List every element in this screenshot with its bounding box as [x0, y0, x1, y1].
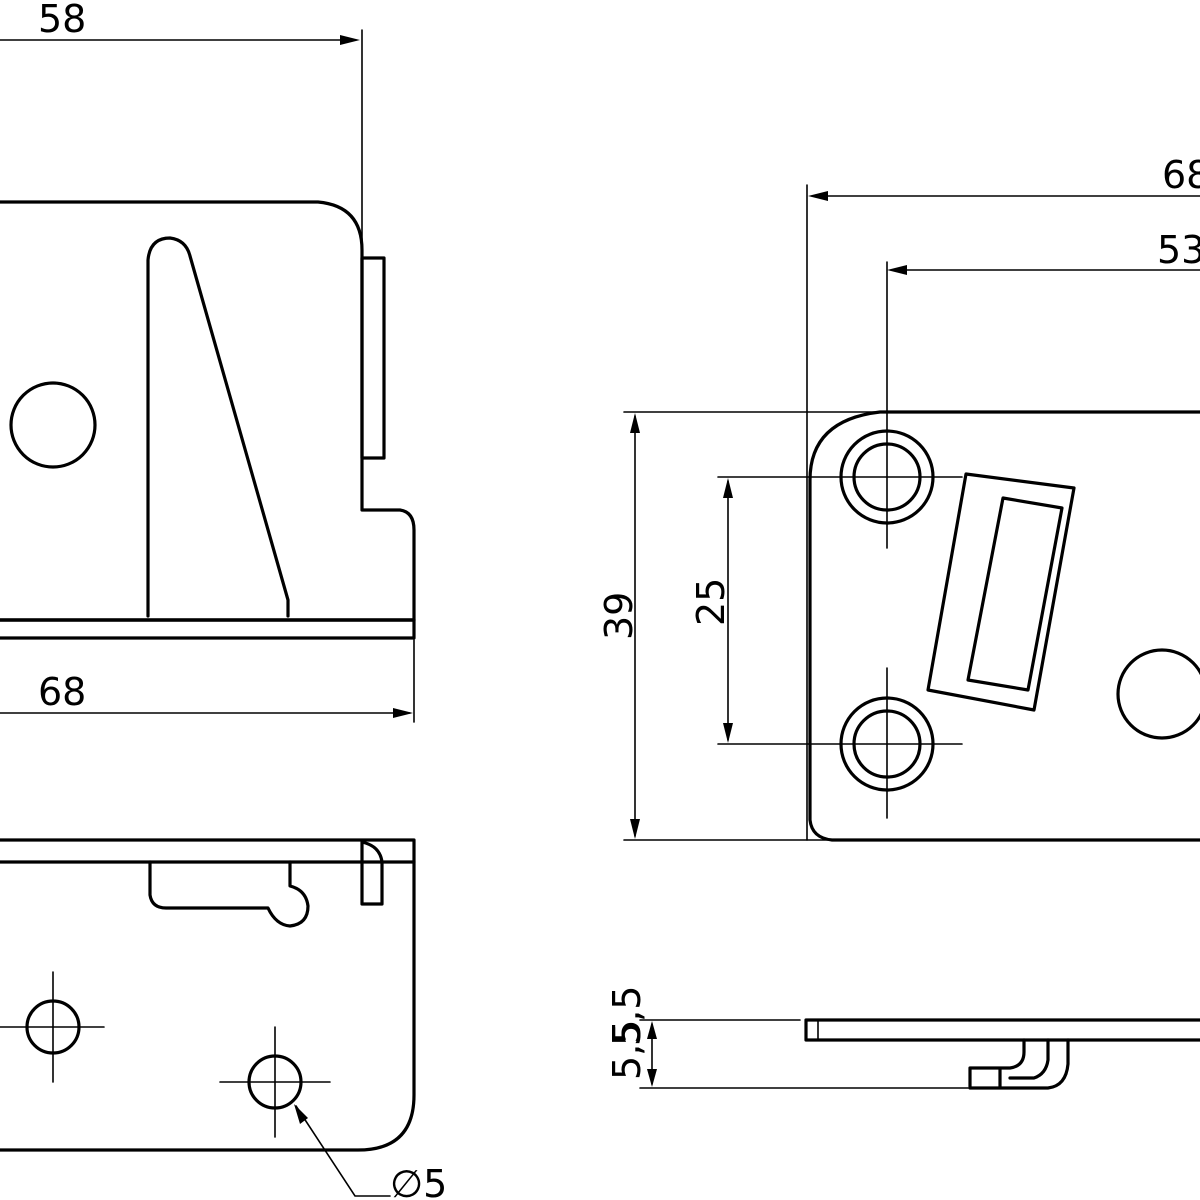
dimension-label-39: 39 — [597, 592, 641, 640]
arrowhead-68-right — [808, 191, 828, 201]
arrowhead-thickness-bottom — [647, 1069, 657, 1087]
arrowhead-39-bottom — [630, 819, 640, 839]
side-view-outline — [808, 410, 1200, 842]
support-rib — [146, 236, 290, 618]
section-hook — [968, 1038, 1070, 1090]
arrowhead-53 — [887, 265, 907, 275]
through-hole — [1116, 648, 1200, 740]
dimension-label-thickness-top: 5,5 — [605, 986, 649, 1046]
counterbore-hole-bottom — [717, 667, 963, 819]
front-view-outline — [0, 200, 416, 622]
arrowhead-25-top — [723, 478, 733, 498]
arrowhead-39-top — [630, 413, 640, 433]
keyhole-slot — [148, 860, 310, 928]
front-view: 58 68 — [0, 0, 416, 723]
dimension-label-68-right: 68 — [1162, 153, 1200, 197]
mounting-hole — [9, 381, 97, 469]
hole-diameter-label: ∅5 — [390, 1162, 447, 1200]
base-plate — [0, 618, 416, 640]
diameter-leader — [295, 1105, 391, 1197]
side-tab — [360, 256, 386, 460]
hole-2 — [219, 1026, 331, 1138]
top-view: ∅5 — [0, 838, 447, 1200]
arrowhead-68-left — [393, 708, 413, 718]
arrowhead-25-bottom — [723, 723, 733, 743]
dimension-label-68-left: 68 — [38, 670, 86, 714]
diameter-leader-arrow — [294, 1104, 308, 1124]
top-view-outline — [0, 838, 416, 1152]
angled-slot-outer — [926, 472, 1076, 712]
bent-tab — [360, 840, 384, 906]
side-view: 68 53 39 25 — [597, 153, 1200, 842]
section-view: 5,5 5,5 — [605, 986, 1200, 1090]
dimension-label-thickness-bottom: 5,5 — [605, 1020, 649, 1080]
dimension-label-53: 53 — [1157, 228, 1200, 272]
arrowhead-thickness-top — [647, 1021, 657, 1039]
angled-slot-inner — [966, 496, 1064, 692]
arrowhead-58 — [340, 35, 360, 45]
dimension-label-25: 25 — [689, 578, 733, 626]
dimension-label-58: 58 — [38, 0, 86, 41]
hole-1 — [0, 971, 105, 1083]
section-plate — [804, 1018, 1200, 1042]
counterbore-hole-top — [809, 261, 963, 549]
